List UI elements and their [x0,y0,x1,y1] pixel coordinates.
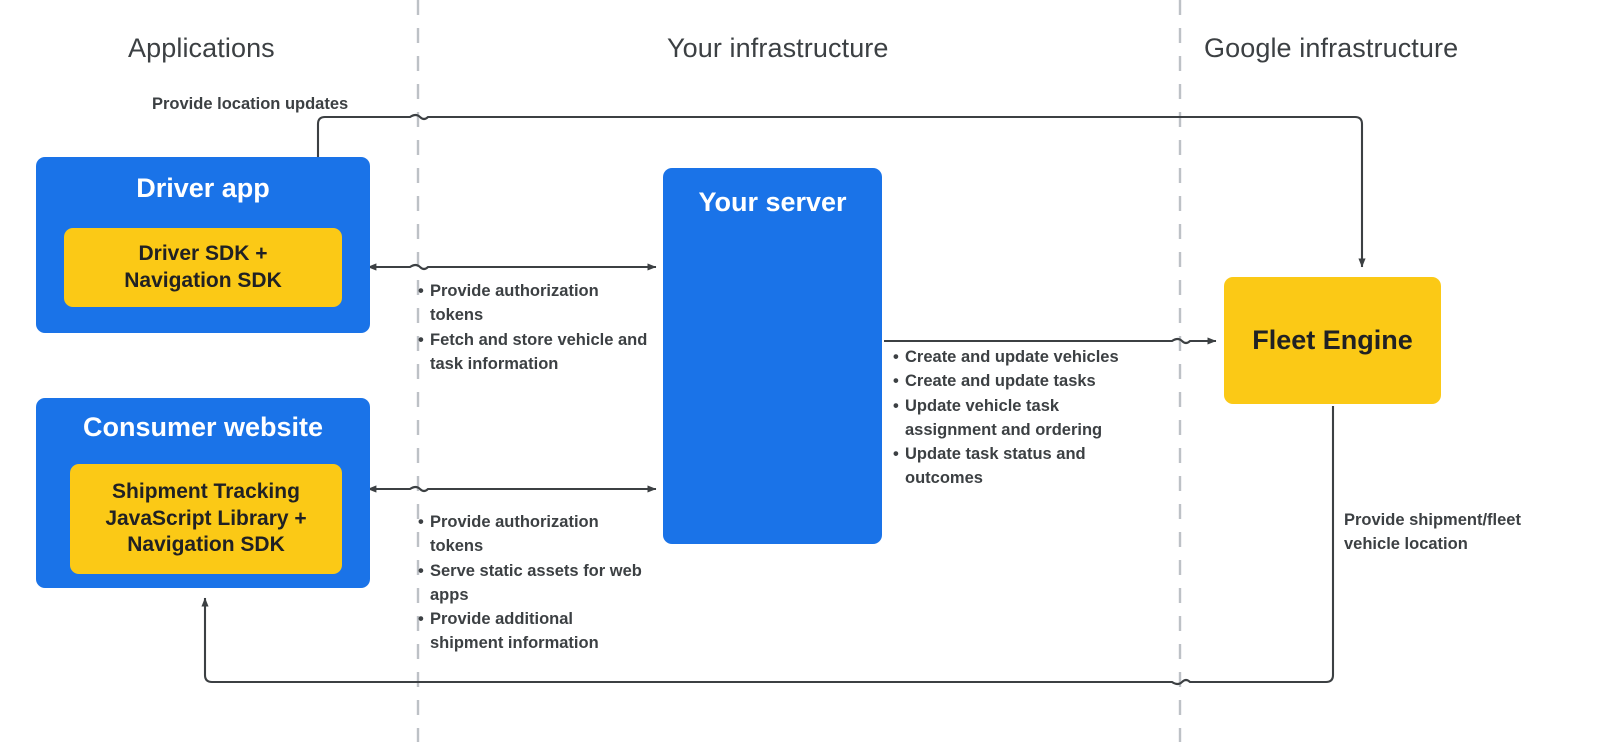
consumer-website-title: Consumer website [82,412,324,442]
bullet-item: Update vehicle task assignment and order… [893,394,1155,443]
annotation-provide-shipment-fleet-vehicle-location: Provide shipment/fleet vehicle location [1344,511,1521,554]
shipment-tracking-line-2: JavaScript Library + [105,506,307,530]
bullet-item: Provide authorization tokens [418,279,648,328]
bullet-item: Provide authorization tokens [418,510,648,559]
shipment-tracking-line-3: Navigation SDK [127,533,285,557]
node-shipment-tracking-library[interactable]: Shipment Tracking JavaScript Library + N… [70,464,342,574]
zone-header-applications: Applications [128,33,275,63]
shipment-tracking-line-1: Shipment Tracking [112,479,300,503]
node-driver-sdk[interactable]: Driver SDK + Navigation SDK [64,228,342,307]
connector-server-to-fleet [884,337,1217,345]
connector-consumer-server [367,485,657,493]
annotation-driver-server: Provide authorization tokens Fetch and s… [418,279,648,376]
bullet-item: Serve static assets for web apps [418,559,648,608]
bullet-item: Fetch and store vehicle and task informa… [418,328,648,377]
connector-driver-server [367,263,657,271]
bullet-item: Provide additional shipment information [418,607,648,656]
node-fleet-engine[interactable]: Fleet Engine [1224,277,1441,404]
bullet-item: Create and update vehicles [893,345,1155,370]
bullet-item: Create and update tasks [893,369,1155,394]
bullet-item: Update task status and outcomes [893,442,1155,491]
driver-sdk-line-1: Driver SDK + [138,241,268,265]
driver-sdk-line-2: Navigation SDK [124,268,282,292]
your-server-title: Your server [698,187,847,217]
zone-header-your-infrastructure: Your infrastructure [667,33,889,63]
node-your-server[interactable]: Your server [663,168,882,544]
fleet-engine-title: Fleet Engine [1252,325,1413,355]
zone-header-google-infrastructure: Google infrastructure [1204,33,1459,63]
annotation-provide-location-updates: Provide location updates [152,95,349,113]
annotation-consumer-server: Provide authorization tokens Serve stati… [418,510,648,656]
driver-app-title: Driver app [136,173,270,203]
annotation-server-fleet: Create and update vehicles Create and up… [893,345,1155,491]
